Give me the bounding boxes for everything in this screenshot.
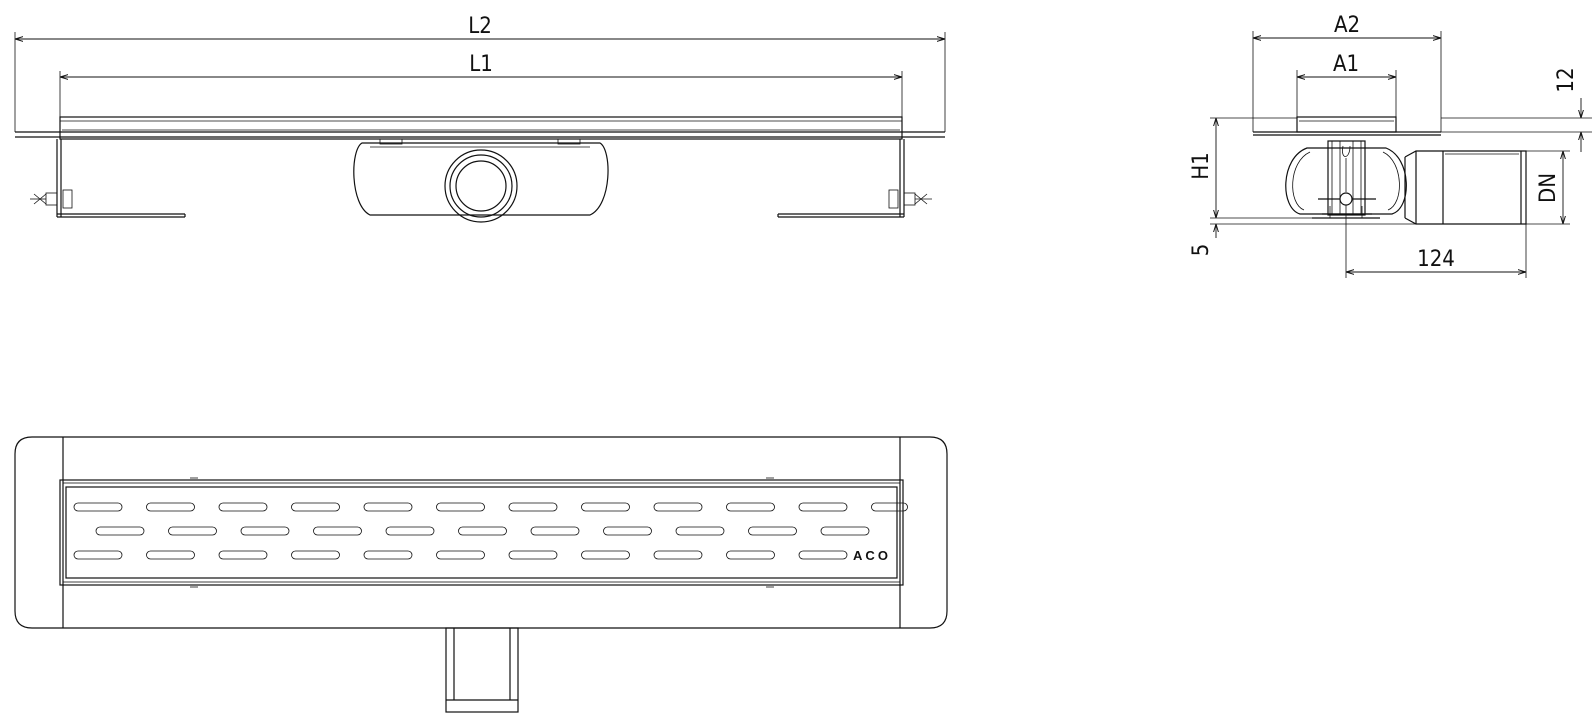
label-5: 5: [1189, 244, 1214, 257]
grate-slot: [871, 502, 908, 512]
label-h1: H1: [1189, 152, 1214, 179]
grate-slot: [146, 550, 195, 560]
grate-slot: [363, 502, 413, 512]
aco-logo: ACO: [853, 548, 891, 563]
grate-slot: [530, 526, 580, 536]
grate-slot: [726, 550, 775, 560]
grate-slot: [508, 550, 558, 560]
dimension-l2: L2: [14, 14, 946, 132]
dimension-dn: DN: [1526, 150, 1570, 224]
grate-slot: [313, 526, 362, 536]
grate-slot: [581, 502, 630, 512]
label-l2: L2: [468, 14, 492, 39]
channel-section: [1253, 116, 1527, 225]
grate-slot: [363, 550, 413, 560]
grate-slot: [168, 526, 217, 536]
grate-slot: [218, 502, 268, 512]
grate-slot: [748, 526, 797, 536]
label-124: 124: [1417, 247, 1455, 272]
grate-slot: [291, 550, 340, 560]
dimension-h1: H1: [1189, 117, 1297, 218]
grate-slot: [675, 526, 725, 536]
grate-slot: [798, 502, 848, 512]
grate-slot: [820, 526, 870, 536]
grate-slot: [653, 502, 703, 512]
grate-slot: [240, 526, 290, 536]
label-a2: A2: [1334, 13, 1360, 38]
front-view: L2 L1: [14, 14, 946, 223]
plan-view: ACO: [14, 436, 948, 713]
grate-slot: [581, 550, 630, 560]
dimension-5: 5: [1189, 217, 1570, 257]
grate-slot: [146, 502, 195, 512]
grate-slot: [458, 526, 507, 536]
outlet-pipe-plan: [445, 627, 519, 713]
grate-slot: [603, 526, 652, 536]
grate-slot: [653, 550, 703, 560]
grate-slot: [726, 502, 775, 512]
grate-slot: [436, 550, 485, 560]
label-dn: DN: [1536, 173, 1561, 203]
side-view: A2 A1: [1189, 13, 1592, 278]
label-a1: A1: [1333, 52, 1359, 77]
grate-slot: [436, 502, 485, 512]
grate-slot: [73, 550, 123, 560]
grate-slot: [95, 526, 145, 536]
grate-slot: [508, 502, 558, 512]
dimension-a1: A1: [1296, 52, 1397, 118]
grate-slot: [73, 502, 123, 512]
grate-slot: [291, 502, 340, 512]
grate-slot: [218, 550, 268, 560]
left-leg: [30, 139, 186, 218]
dimension-12: 12: [1441, 67, 1592, 152]
drain-sump-front: [353, 142, 609, 223]
dimension-a2: A2: [1252, 13, 1442, 132]
grate-slots: [73, 502, 908, 560]
dimension-124: 124: [1345, 205, 1527, 278]
dimension-l1: L1: [59, 52, 903, 118]
label-12: 12: [1554, 67, 1579, 92]
grate-slot: [798, 550, 848, 560]
label-l1: L1: [469, 52, 493, 77]
right-leg: [777, 139, 932, 218]
grate-slot: [385, 526, 435, 536]
